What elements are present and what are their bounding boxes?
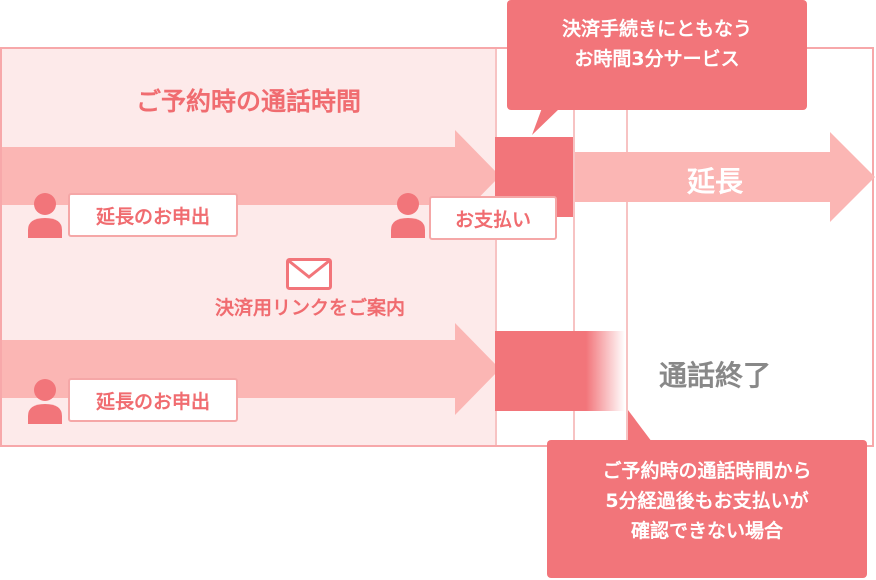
extension-period-divider [626, 49, 628, 445]
extension-label: 延長 [686, 165, 743, 198]
callout-top-line-2: お時間3分サービス [574, 48, 740, 70]
mail-caption: 決済用リンクをご案内 [214, 297, 405, 319]
extension-arrow [575, 132, 875, 222]
callout-bottom-line-3: 確認できない場合 [630, 520, 783, 542]
person-icon [28, 379, 62, 424]
callout-bottom-pointer [628, 410, 652, 442]
callout-top-line-1: 決済手続きにともなう [561, 18, 752, 40]
callout-top-pointer [532, 108, 560, 135]
person-icon [28, 193, 62, 238]
callout-unpaid-condition: ご予約時の通話時間から 5分経過後もお支払いが 確認できない場合 [547, 440, 867, 578]
call-end-label: 通話終了 [658, 359, 771, 392]
callout-grace-service: 決済手続きにともなう お時間3分サービス [507, 0, 807, 110]
grace-block-bottom [495, 331, 625, 411]
request-label-top: 延長のお申出 [68, 193, 238, 237]
request-label-bottom: 延長のお申出 [68, 378, 238, 422]
mail-icon [286, 258, 332, 290]
grace-period-divider [573, 49, 575, 445]
payment-label: お支払い [429, 196, 557, 240]
person-icon [391, 193, 425, 238]
diagram-frame [0, 47, 874, 447]
callout-bottom-line-1: ご予約時の通話時間から [602, 460, 812, 482]
callout-bottom-line-2: 5分経過後もお支払いが [605, 490, 809, 512]
reservation-title: ご予約時の通話時間 [135, 87, 361, 116]
